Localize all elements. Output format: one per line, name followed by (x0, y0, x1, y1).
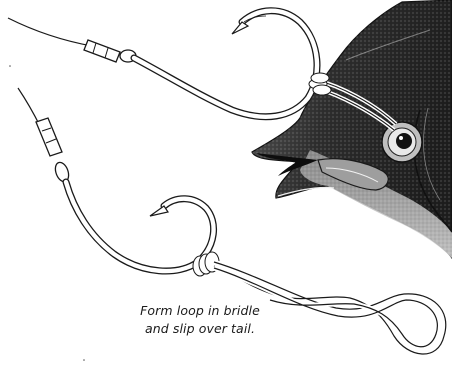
speck-mark (9, 65, 11, 67)
bottom-circle-hook-icon (53, 161, 214, 271)
fish-head-icon (252, 0, 452, 258)
instruction-caption: Form loop in bridle and slip over tail. (140, 302, 260, 338)
caption-line-1: Form loop in bridle (140, 302, 260, 320)
caption-line-2: and slip over tail. (140, 320, 260, 338)
speck-mark (83, 359, 85, 361)
top-circle-hook-icon (120, 11, 317, 117)
top-crimp-sleeve-icon (84, 40, 120, 62)
bottom-leader-line-icon (18, 88, 40, 126)
bottom-crimp-sleeve-icon (36, 118, 62, 156)
top-leader-line-icon (8, 18, 92, 46)
